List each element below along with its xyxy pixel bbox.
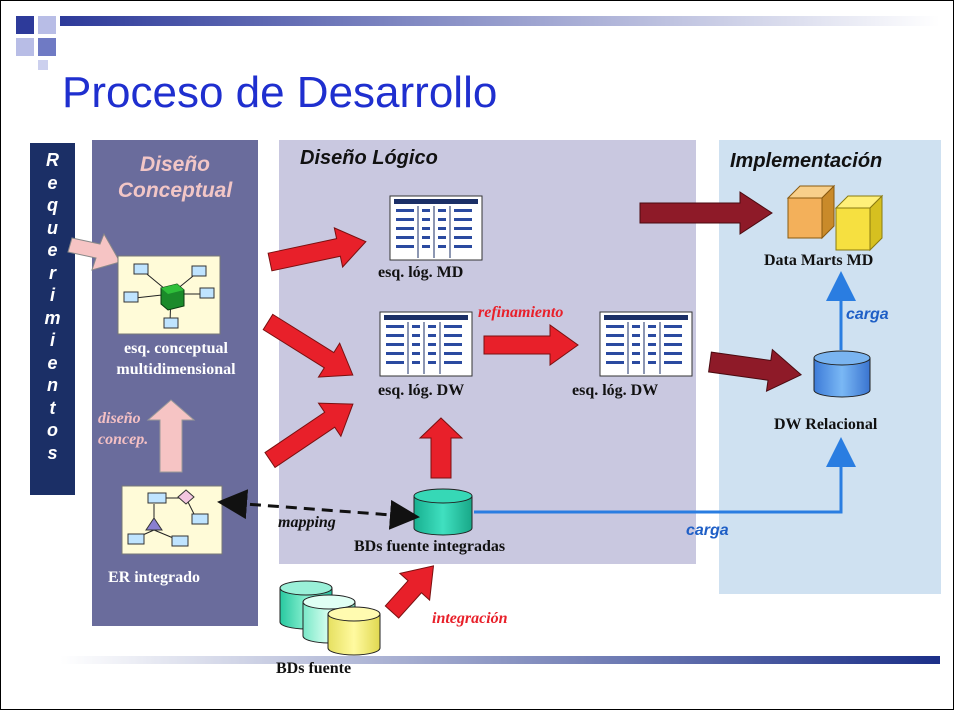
requerimientos-letter: o [47,420,58,440]
table-icon-md [389,195,483,261]
requerimientos-letter: i [49,330,55,350]
table-icon-dw-1 [379,311,473,377]
requerimientos-letter: t [49,397,56,418]
db-fuente-integradas-icon [413,488,473,536]
arrow-conc-to-dw [262,313,354,378]
requerimientos-letter: q [47,195,58,215]
table-icon-dw-2 [599,311,693,377]
dw-relacional-db-icon [813,350,871,398]
requerimientos-letter: e [47,352,58,373]
top-gradient-bar [60,16,940,26]
label-esq-log-dw-1: esq. lóg. DW [378,382,465,399]
requerimientos-letter: i [49,285,55,305]
requerimientos-letter: r [48,262,56,283]
requerimientos-letter: m [44,307,61,328]
slide-title: Proceso de Desarrollo [62,68,498,117]
label-bds-fuente: BDs fuente [276,660,352,677]
requerimientos-letter: u [47,217,58,238]
requerimientos-letter: R [46,150,59,170]
label-refinamiento: refinamiento [478,304,564,321]
requerimientos-letter: e [47,240,58,260]
label-mapping: mapping [278,514,336,531]
label-carga-2: carga [686,522,729,539]
label-data-marts-md: Data Marts MD [764,252,874,269]
arrow-refinamiento [483,324,579,366]
panel-implementacion-title: Implementación [730,150,883,172]
requerimientos-letter: n [47,375,58,395]
label-esq-log-dw-2: esq. lóg. DW [572,382,659,399]
requerimientos-letter: e [47,172,58,193]
arrow-conc-to-md [267,227,367,272]
bottom-gradient-bar [60,656,940,664]
label-bds-fuente-integradas: BDs fuente integradas [354,538,506,555]
label-er-integrado: ER integrado [108,569,200,586]
label-esq-log-md: esq. lóg. MD [378,264,464,281]
er-integrado-icon [121,485,223,555]
label-esq-conceptual: esq. conceptual multidimensional [116,340,236,378]
db-fuente-icons [279,580,381,656]
arrow-bds-to-dw [418,417,464,479]
panel-conceptual-title: Diseño Conceptual [117,153,233,202]
conceptual-schema-icon [117,255,221,335]
requerimientos-letter: s [47,442,58,463]
label-carga-1: carga [846,306,889,323]
arrow-integracion [384,565,435,619]
arrow-er-to-dw [264,402,354,469]
arrow-dw-to-dw-relacional [708,348,803,392]
label-dw-relacional: DW Relacional [774,416,878,433]
label-diseno-concep: diseño concep. [98,410,149,448]
arrow-diseno-concep [146,399,196,473]
data-marts-cubes-icon [786,184,884,252]
label-integracion: integración [432,610,508,627]
arrow-carga-bds-to-dw [474,437,856,514]
arrow-md-to-data-marts [639,191,773,235]
panel-logico-title: Diseño Lógico [300,147,438,169]
arrow-req-to-conceptual [67,232,121,271]
arrow-mapping [217,489,420,530]
slide-frame [0,0,954,710]
